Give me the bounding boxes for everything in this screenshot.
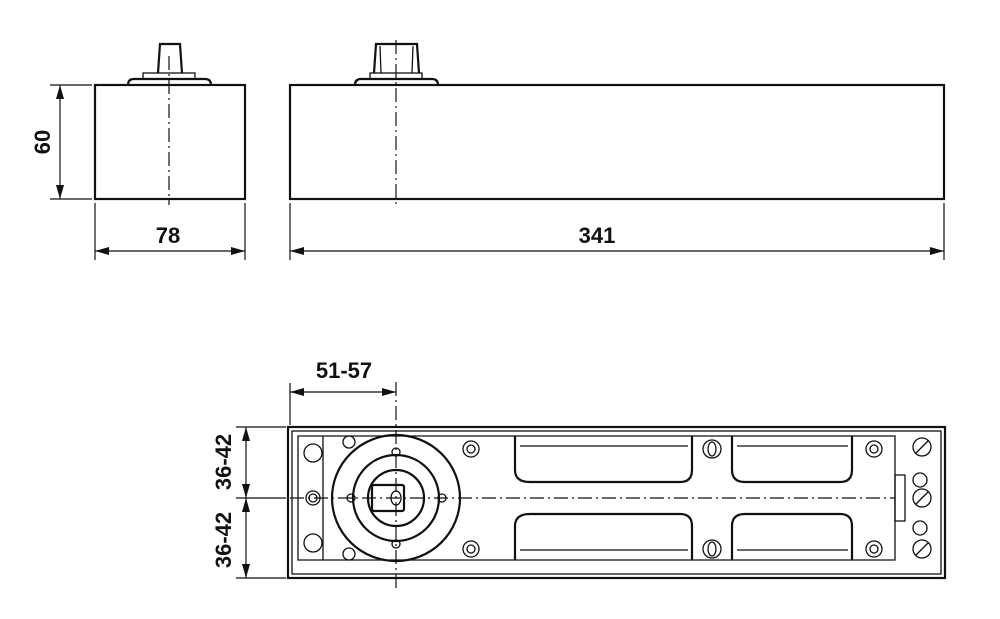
half-width-top-label: 36-42 xyxy=(211,434,236,490)
length-dimension: 341 xyxy=(289,203,945,260)
spindle-offset-dimension: 51-57 xyxy=(289,358,396,425)
spindle-offset-label: 51-57 xyxy=(316,358,372,383)
half-width-bottom-label: 36-42 xyxy=(211,512,236,568)
length-label: 341 xyxy=(579,223,616,248)
height-dimension: 60 xyxy=(30,84,92,200)
plan-view xyxy=(286,382,947,588)
side-view xyxy=(93,42,247,205)
width-dimensions: 36-42 36-42 xyxy=(211,426,286,579)
height-label: 60 xyxy=(30,130,55,154)
depth-label: 78 xyxy=(156,223,180,248)
front-view xyxy=(288,40,946,205)
depth-dimension: 78 xyxy=(94,203,246,260)
